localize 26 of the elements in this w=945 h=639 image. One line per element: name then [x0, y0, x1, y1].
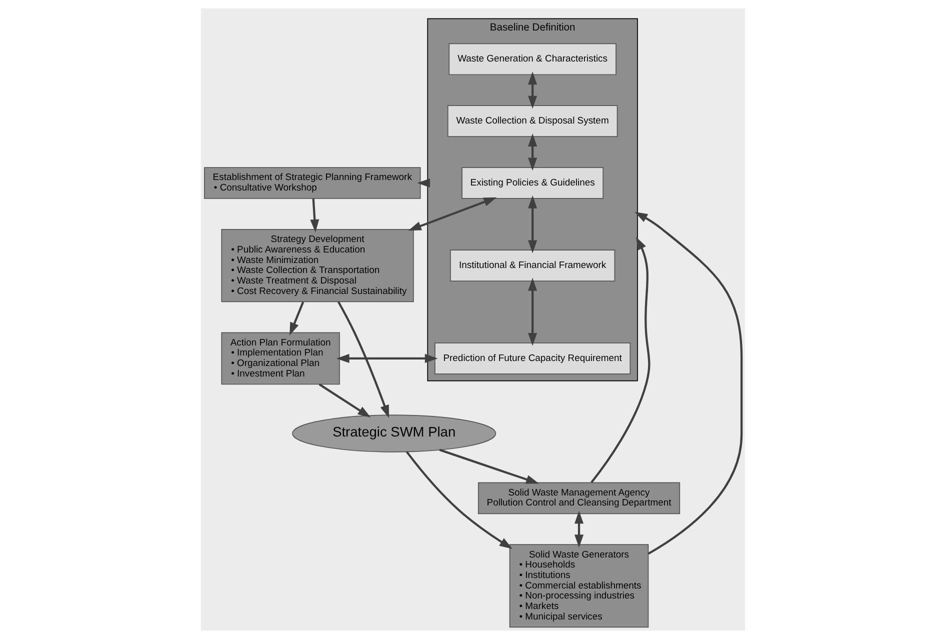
arrow: [310, 198, 319, 232]
node-box: Establishment of Strategic Planning Framework • Consultative Workshop: [204, 167, 420, 199]
node-box: Institutional & Financial Framework: [450, 250, 615, 282]
arrow: [336, 354, 438, 363]
arrow: [590, 236, 650, 484]
arrow: [408, 197, 496, 231]
node-box: Prediction of Future Capacity Requirement: [434, 342, 630, 374]
node-box: Action Plan Formulation • Implementation Plan • Organizational Plan • Investment Plan: [220, 332, 340, 385]
arrow: [528, 72, 537, 109]
node-box: Solid Waste Management Agency Pollution Control and Cleansing Department: [477, 482, 680, 514]
arrow: [574, 510, 584, 548]
arrow: [289, 302, 304, 336]
node-ellipse: Strategic SWM Plan: [292, 414, 496, 452]
arrow: [528, 134, 537, 171]
arrow: [528, 195, 537, 254]
arrow: [528, 278, 537, 346]
node-box: Solid Waste Generators • Households • Institutions • Commercial establishments • Non-processing industries • Markets • Municipal services: [508, 544, 648, 628]
node-box: Waste Collection & Disposal System: [446, 105, 618, 137]
node-box: Existing Policies & Guidelines: [461, 167, 604, 199]
node-box: Waste Generation & Characteristics: [448, 43, 616, 76]
arrow: [405, 451, 512, 549]
arrow: [318, 383, 370, 418]
arrow: [634, 212, 742, 555]
arrow: [336, 301, 389, 418]
arrow: [438, 448, 538, 484]
node-box: Strategy Development • Public Awareness & Education • Waste Minimization • Waste Collection & Transportation • Waste Treatment & Disposal • Cost Recovery & Financial Sustainability: [220, 229, 414, 302]
